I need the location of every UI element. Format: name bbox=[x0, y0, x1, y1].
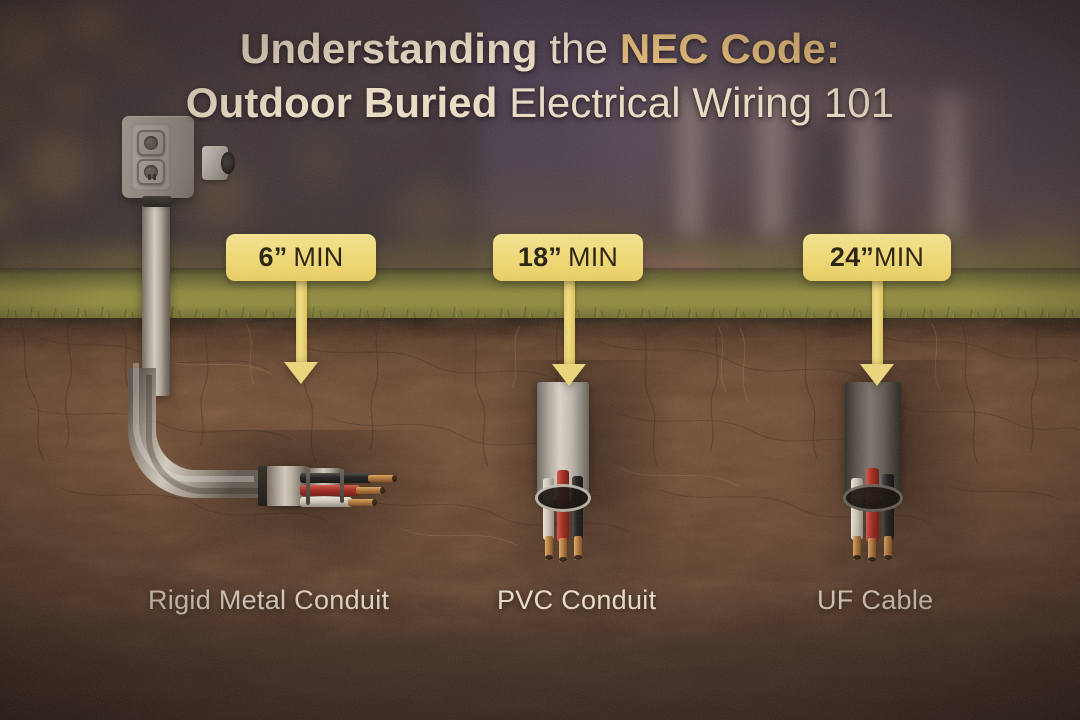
rigid-conductor-tip-black bbox=[392, 475, 397, 482]
title-line-2: Outdoor Buried Electrical Wiring 101 bbox=[0, 76, 1080, 130]
depth-badge-6in[interactable]: 6” MIN bbox=[226, 234, 376, 281]
title-word-electrical-wiring: Electrical Wiring 101 bbox=[497, 78, 895, 126]
depth-arrow-head-18in bbox=[552, 364, 586, 386]
depth-badge-unit-18in: MIN bbox=[568, 242, 619, 272]
rigid-conduit-ridge-2 bbox=[340, 469, 344, 503]
uf-conductor-tip-white bbox=[853, 555, 861, 560]
depth-arrow-stem-24in bbox=[872, 276, 883, 366]
rigid-conduit-ridge-1 bbox=[306, 467, 310, 505]
depth-badge-18in[interactable]: 18” MIN bbox=[493, 234, 643, 281]
depth-badge-value-18in: 18” bbox=[517, 242, 563, 272]
rigid-wire-black bbox=[300, 473, 372, 483]
pvc-conductor-tip-white bbox=[545, 555, 553, 560]
caption-rigid-metal-conduit: Rigid Metal Conduit bbox=[148, 585, 390, 615]
rigid-metal-conduit-riser bbox=[142, 196, 170, 396]
depth-arrow-stem-6in bbox=[296, 276, 307, 364]
outlet-faceplate bbox=[131, 123, 171, 191]
uf-cable-rim bbox=[843, 484, 903, 512]
title-line-1: Understanding the NEC Code: bbox=[0, 22, 1080, 76]
receptacle-slot-upper bbox=[144, 136, 158, 150]
rigid-conduit-locknut bbox=[258, 466, 267, 506]
pvc-conductor-tip-black bbox=[574, 555, 582, 560]
depth-badge-value-6in: 6” bbox=[258, 242, 288, 272]
title-word-outdoor-buried: Outdoor Buried bbox=[185, 78, 498, 126]
receptacle-cover-lower bbox=[137, 159, 165, 185]
depth-badge-value-24in: 24” bbox=[829, 242, 875, 272]
conduit-collar bbox=[142, 196, 172, 207]
title-word-nec-code: NEC Code: bbox=[619, 25, 841, 72]
rigid-metal-conduit-elbow bbox=[128, 363, 267, 498]
depth-badge-unit-24in: MIN bbox=[874, 242, 925, 272]
rigid-conductor-tip-red bbox=[380, 487, 385, 494]
receptacle-cover-upper bbox=[137, 130, 165, 156]
title-word-understanding: Understanding bbox=[239, 25, 538, 72]
caption-pvc-conduit: PVC Conduit bbox=[497, 585, 657, 615]
caption-uf-cable: UF Cable bbox=[817, 585, 934, 615]
conduit-side-fitting bbox=[202, 146, 235, 180]
title-word-the: the bbox=[537, 25, 620, 72]
depth-arrow-head-6in bbox=[284, 362, 318, 384]
uf-conductor-tip-black bbox=[884, 555, 892, 560]
soil-depth-fade bbox=[0, 600, 1080, 720]
page-title: Understanding the NEC Code: Outdoor Buri… bbox=[0, 22, 1080, 130]
depth-arrow-stem-18in bbox=[564, 276, 575, 366]
pvc-conductor-tip-red bbox=[559, 557, 567, 562]
depth-arrow-head-24in bbox=[860, 364, 894, 386]
uf-conductor-tip-red bbox=[868, 557, 876, 562]
rigid-conductor-tip-white bbox=[372, 499, 377, 506]
depth-badge-unit-6in: MIN bbox=[293, 242, 344, 272]
pvc-conduit-rim bbox=[535, 484, 591, 512]
depth-badge-24in[interactable]: 24” MIN bbox=[803, 234, 951, 281]
